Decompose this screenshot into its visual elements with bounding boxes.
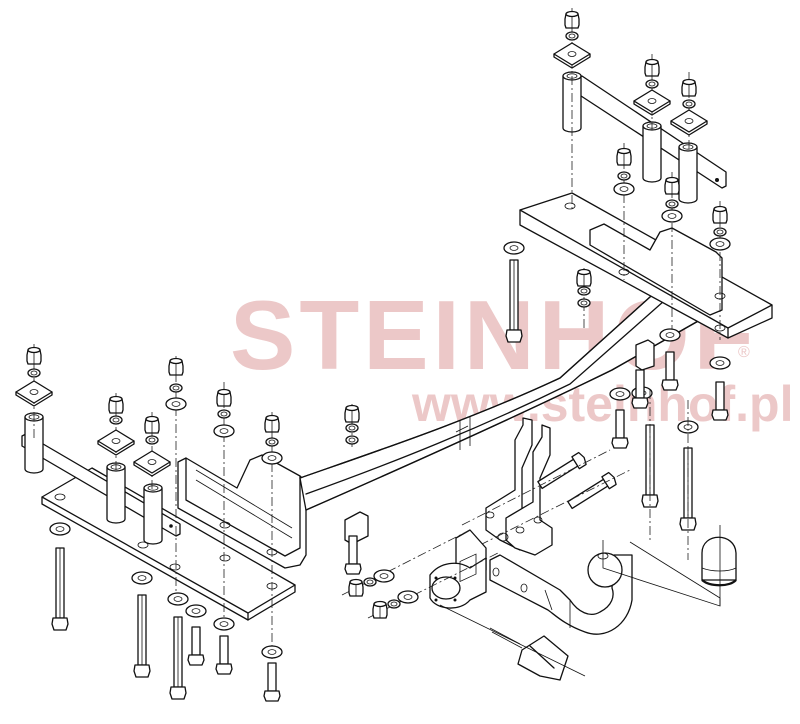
socket-fasteners: [341, 529, 501, 619]
electrical-socket: [439, 604, 586, 681]
hitch-bolts: [461, 449, 631, 546]
right-side-bracket: [519, 192, 773, 371]
ball-cover: [602, 525, 737, 607]
right-bolts: [503, 241, 731, 560]
right-fastener-stacks: [553, 8, 731, 340]
right-spacer-bar: [562, 71, 727, 204]
main-crossbar: [299, 269, 701, 575]
mounting-plates: [485, 417, 553, 556]
left-side-bracket: [41, 454, 307, 621]
left-fastener-stacks: [15, 344, 360, 660]
left-spacer-bar: [21, 412, 181, 545]
tow-ball-neck: [489, 552, 633, 635]
socket-plate: [429, 529, 487, 609]
